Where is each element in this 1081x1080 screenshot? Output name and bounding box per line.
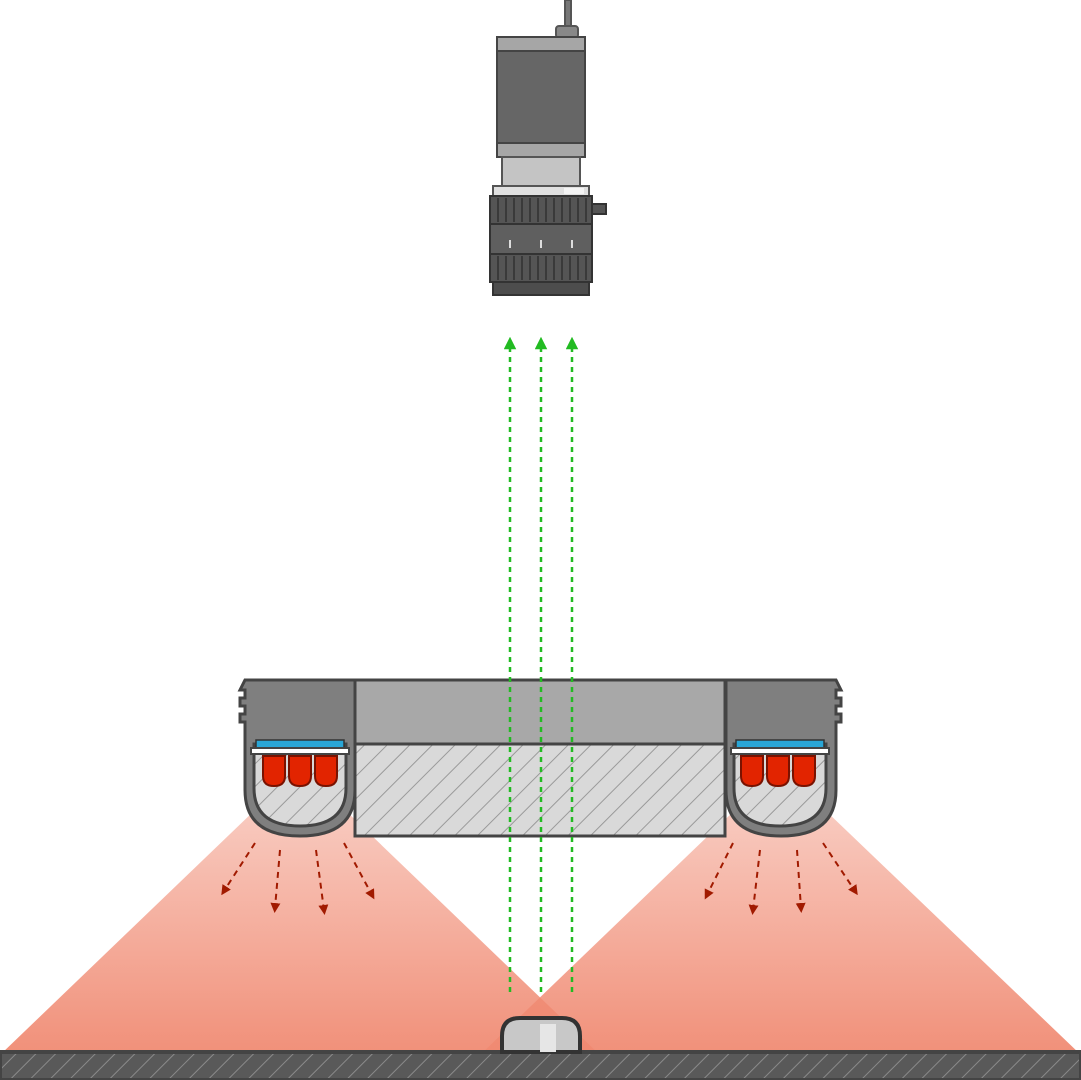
camera-cable [564,0,572,29]
led-icon [262,755,338,788]
focus-screw [591,203,607,215]
light-ray-arrow [822,842,858,896]
emitted-light-arrows [221,842,858,915]
light-beams [0,810,1081,1055]
led-array-right [724,678,844,838]
light-ray-arrow [704,842,734,900]
camera-top-band [496,36,586,52]
lens-marks [509,240,573,248]
light-ray-arrow [221,842,256,896]
led-board-right [735,739,825,749]
light-ray-arrow [343,842,375,900]
lens-knurl [497,198,587,280]
camera-body [496,36,586,158]
led-board-left [255,739,345,749]
camera-bottom-band [496,142,586,158]
lens-icon [489,195,607,296]
reflected-rays [503,336,579,992]
led-icon [740,755,816,788]
right-light-beam [480,810,1081,1055]
workpiece-icon [500,1016,582,1054]
light-ray-arrow [270,849,281,913]
machine-vision-camera-icon [492,0,590,197]
left-light-beam [0,810,600,1055]
led-array-left [237,678,357,838]
light-ray-arrow [795,849,806,913]
lens-mount [501,156,581,188]
stage [0,1050,1081,1080]
ring-light-icon [237,678,844,838]
